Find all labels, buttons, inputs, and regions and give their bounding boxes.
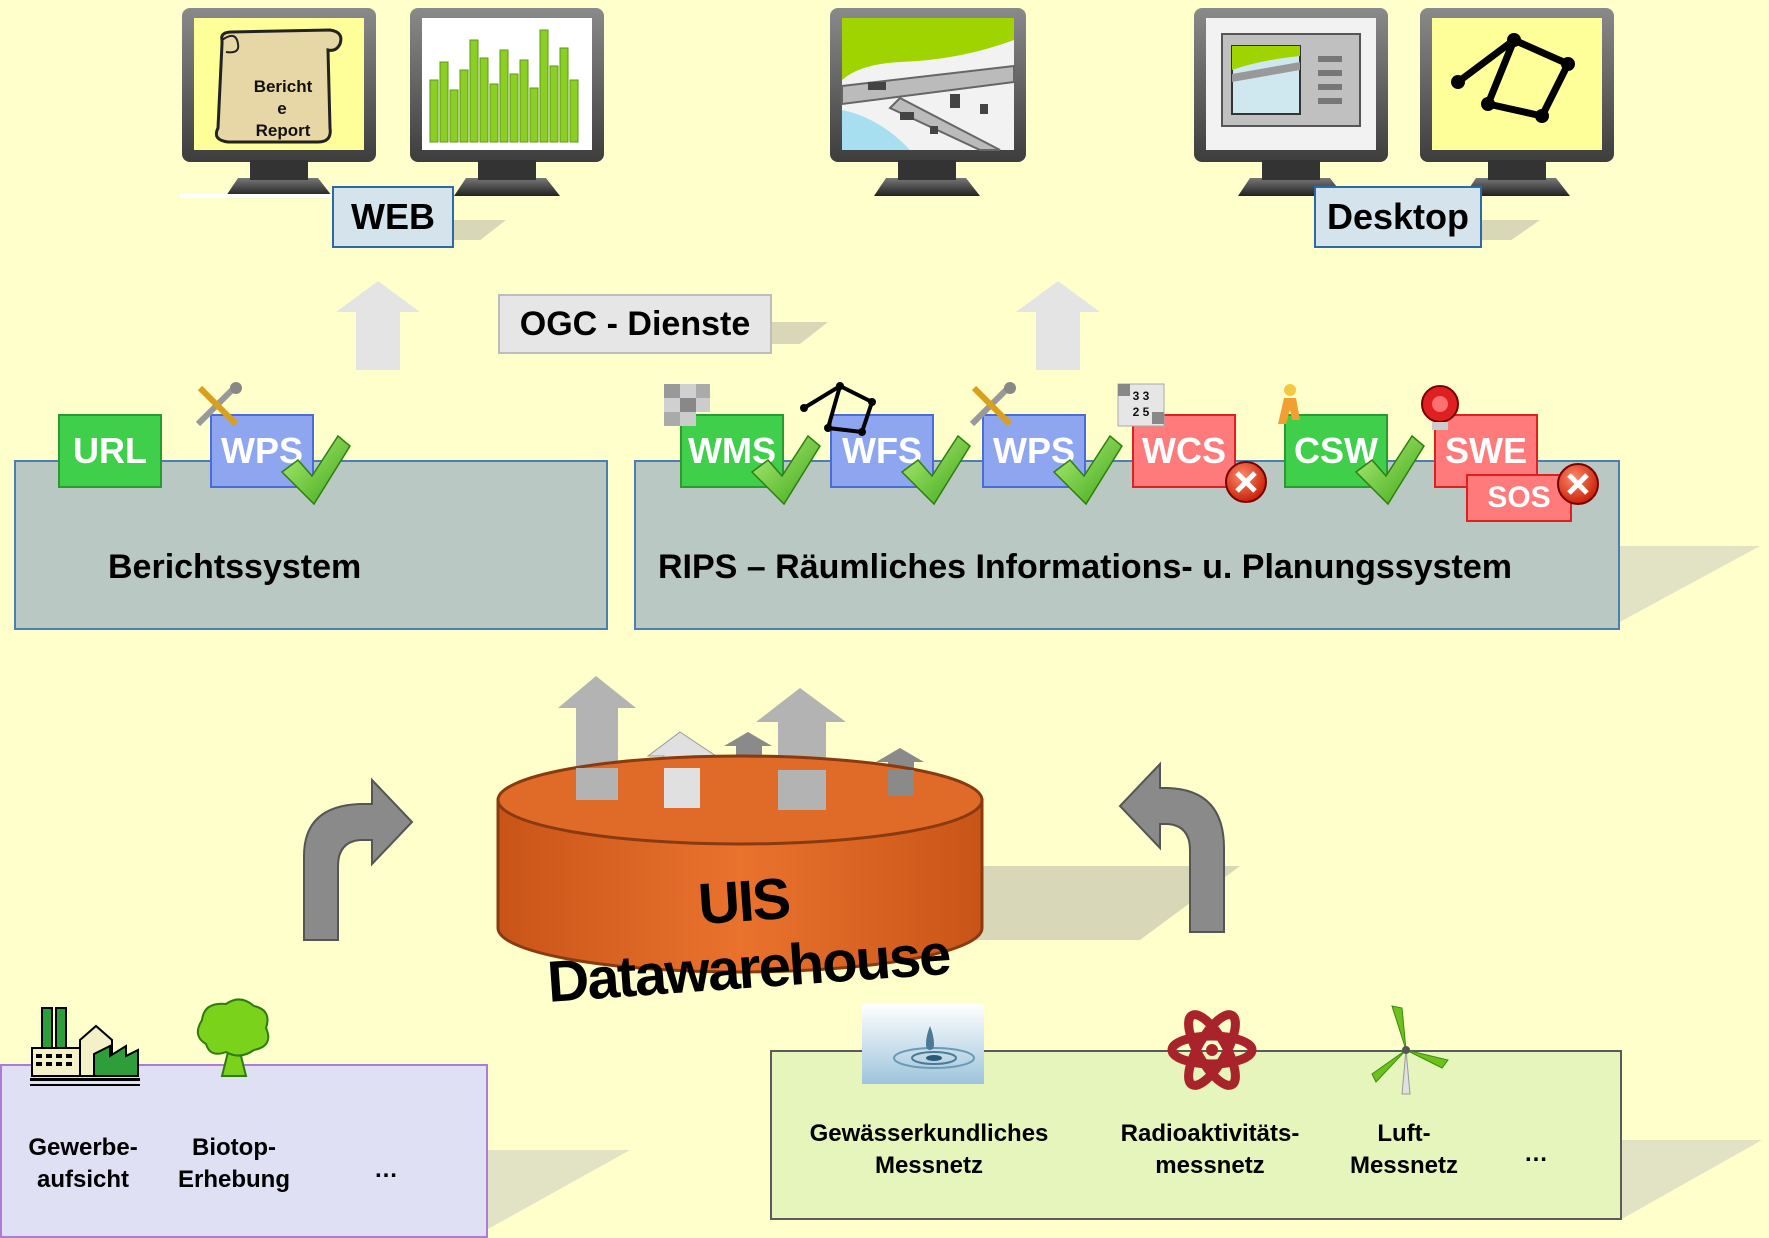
error-icon-sos — [1557, 463, 1599, 505]
monitor-map-icon — [830, 8, 1026, 196]
service-url: URL — [58, 414, 162, 488]
curved-arrow-left — [303, 777, 414, 941]
check-icon-wms — [750, 434, 821, 506]
check-icon-csw — [1354, 434, 1425, 506]
tools-icon-rips — [969, 382, 1016, 427]
check-icon-wfs — [900, 434, 971, 506]
radiation-atom-icon — [1167, 1010, 1257, 1090]
coverage-grid-icon: 3 3 2 5 — [1117, 383, 1165, 427]
service-wfs: WFS — [830, 414, 934, 488]
monitor-chart-icon — [410, 8, 604, 196]
service-wcs: WCS — [1132, 414, 1236, 488]
catalog-person-icon — [1278, 384, 1300, 424]
left-source-icons — [30, 998, 270, 1086]
check-icon-wps-rips — [1052, 434, 1123, 506]
source-right-more: … — [1524, 1140, 1548, 1167]
wcs-icon-digits-row1: 3 3 — [1133, 389, 1150, 403]
source-radioaktivitaetsmessnetz: Radioaktivitäts- messnetz — [1120, 1120, 1300, 1179]
monitor-polygon-icon — [1420, 8, 1614, 196]
source-gewaesserkundliches-messnetz: Gewässerkundliches Messnetz — [809, 1120, 1049, 1179]
factory-icon — [30, 1007, 140, 1086]
report-scroll-icon — [214, 28, 343, 144]
service-icons-layer: 3 3 2 5 — [195, 382, 1599, 506]
report-scroll-line1: Bericht — [254, 77, 313, 96]
source-luft-messnetz: Luft- Messnetz — [1349, 1120, 1459, 1179]
map-tiles-icon — [664, 384, 710, 426]
service-sos: SOS — [1466, 474, 1572, 522]
service-csw: CSW — [1284, 414, 1388, 488]
datawarehouse-layer — [303, 676, 1240, 974]
ogc-services-label: OGC - Dienste — [498, 294, 772, 354]
left-sources-panel — [0, 1064, 488, 1238]
monitor-report-icon — [180, 8, 376, 198]
source-biotop-erhebung: Biotop- Erhebung — [178, 1134, 290, 1193]
tree-icon — [196, 998, 270, 1077]
wind-turbine-icon — [1371, 1005, 1449, 1095]
source-left-more: … — [374, 1156, 398, 1183]
berichtssystem-title: Berichtssystem — [108, 548, 362, 586]
source-gewerbeaufsicht: Gewerbe- aufsicht — [28, 1134, 138, 1193]
monitor-gis-app-icon — [1194, 8, 1388, 196]
tools-icon-bericht — [195, 382, 242, 427]
report-scroll-line2: e — [277, 99, 286, 118]
check-icon-wps-bericht — [280, 434, 351, 506]
up-arrow-right — [1016, 281, 1100, 370]
error-icon-wcs — [1225, 461, 1267, 503]
web-label: WEB — [332, 186, 454, 248]
curved-arrow-right — [1118, 761, 1225, 933]
water-drop-icon — [862, 1004, 984, 1084]
monitors-layer: Bericht e Report — [180, 8, 1614, 240]
ogc-arrows-layer — [336, 281, 1100, 370]
service-wps-bericht: WPS — [210, 414, 314, 488]
rips-title: RIPS – Räumliches Informations- u. Planu… — [658, 548, 1512, 586]
vector-polygon-icon — [800, 382, 876, 436]
service-wps-rips: WPS — [982, 414, 1086, 488]
sensor-alarm-icon — [1421, 385, 1459, 430]
up-arrow-left — [336, 281, 420, 370]
desktop-label: Desktop — [1314, 186, 1482, 248]
right-source-icons — [862, 1004, 1449, 1095]
report-scroll-line3: Report — [256, 121, 311, 140]
wcs-icon-digits-row2: 2 5 — [1133, 405, 1150, 419]
rips-panel — [634, 460, 1620, 630]
